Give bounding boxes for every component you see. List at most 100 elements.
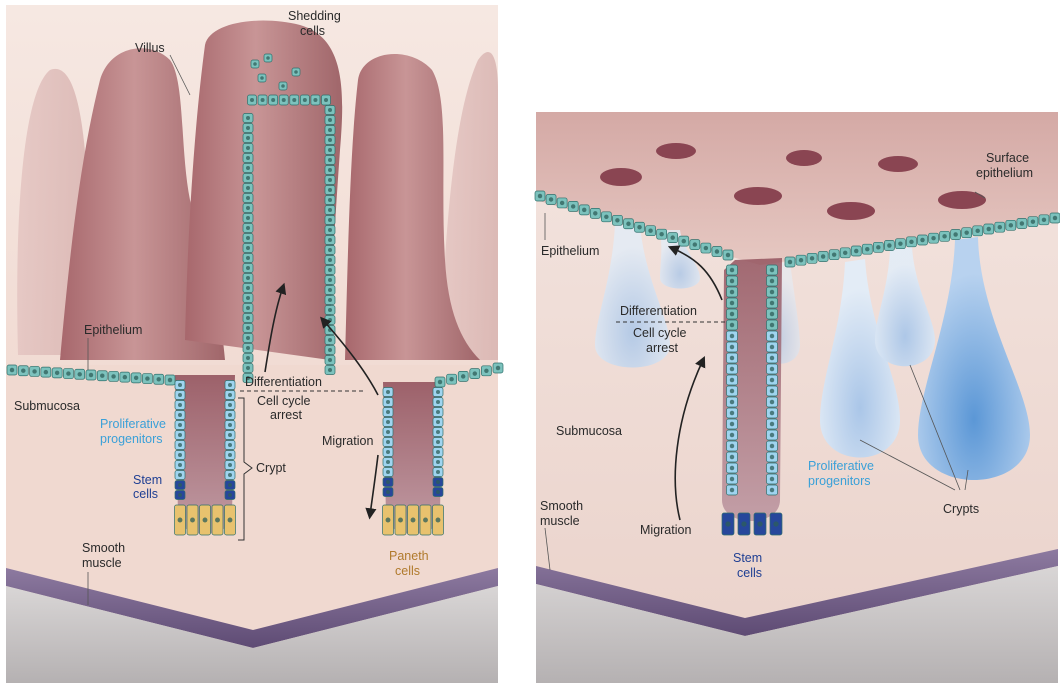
surface-cell-nucleus xyxy=(461,374,465,378)
crypt-cell-nucleus xyxy=(770,367,774,371)
label-arrest-2: arrest xyxy=(270,408,302,422)
crypt-cell-nucleus xyxy=(770,422,774,426)
surface-cell-nucleus xyxy=(168,378,172,382)
surface-cell-nucleus xyxy=(704,246,708,250)
villus-cell-nucleus xyxy=(246,166,250,170)
crypt-cell-nucleus xyxy=(436,400,440,404)
crypt-cell-nucleus xyxy=(770,323,774,327)
crypt-cell-nucleus xyxy=(770,477,774,481)
surface-cell-nucleus xyxy=(111,374,115,378)
label-right-proliferative-1: Proliferative xyxy=(808,459,874,473)
villus-cell-nucleus xyxy=(328,368,332,372)
surface-cell-nucleus xyxy=(626,222,630,226)
crypt-cell-nucleus xyxy=(178,463,182,467)
label-crypts: Crypts xyxy=(943,502,979,516)
surface-cell-nucleus xyxy=(496,366,500,370)
villus-cell-nucleus xyxy=(328,168,332,172)
surface-cell-nucleus xyxy=(66,371,70,375)
villus-cell-nucleus xyxy=(328,228,332,232)
crypt-cell-nucleus xyxy=(770,400,774,404)
villus-cell-nucleus xyxy=(246,156,250,160)
crypt-cell-nucleus xyxy=(386,410,390,414)
surface-cell-nucleus xyxy=(843,251,847,255)
shedding-cell-nucleus xyxy=(253,62,257,66)
villus-cell-nucleus xyxy=(246,116,250,120)
crypt-cell-nucleus xyxy=(228,413,232,417)
crypt-cell-nucleus xyxy=(730,334,734,338)
surface-cell-nucleus xyxy=(123,375,127,379)
paneth-cell-nucleus xyxy=(228,518,233,523)
crypt-cell-nucleus xyxy=(178,453,182,457)
crypt-cell-nucleus xyxy=(730,312,734,316)
crypt-cell-nucleus xyxy=(228,493,232,497)
crypt-cell-nucleus xyxy=(386,490,390,494)
crypt-cell-nucleus xyxy=(770,268,774,272)
label-crypt: Crypt xyxy=(256,461,286,475)
label-surface-2: epithelium xyxy=(976,166,1033,180)
label-right-smooth-2: muscle xyxy=(540,514,580,528)
surface-cell-nucleus xyxy=(865,247,869,251)
surface-cell-nucleus xyxy=(998,225,1002,229)
crypt-cell-nucleus xyxy=(178,423,182,427)
label-paneth-2: cells xyxy=(395,564,420,578)
crypt-cell-nucleus xyxy=(770,312,774,316)
crypt-cell-nucleus xyxy=(436,450,440,454)
crypt-cell-nucleus xyxy=(386,460,390,464)
crypt-cell-nucleus xyxy=(730,433,734,437)
surface-cell-nucleus xyxy=(21,368,25,372)
crypt-cell-nucleus xyxy=(228,383,232,387)
villus-cell-nucleus xyxy=(328,178,332,182)
crypt-cell-nucleus xyxy=(386,440,390,444)
villus-cell-nucleus xyxy=(246,316,250,320)
left-panel: Villus Shedding cells Epithelium Submuco… xyxy=(6,5,503,683)
crypt-cell-nucleus xyxy=(730,301,734,305)
crypt-cell-nucleus xyxy=(730,444,734,448)
label-right-stem-1: Stem xyxy=(733,551,762,565)
crypt-cell-nucleus xyxy=(178,403,182,407)
surface-cell-nucleus xyxy=(682,239,686,243)
villus-cell-nucleus xyxy=(246,236,250,240)
paneth-cell-nucleus xyxy=(386,518,391,523)
villus-cell-nucleus xyxy=(246,356,250,360)
villus-cell-nucleus xyxy=(328,348,332,352)
label-arrest-1: Cell cycle xyxy=(257,394,311,408)
label-right-submucosa: Submucosa xyxy=(556,424,622,438)
villus-cell-nucleus xyxy=(271,98,275,102)
surface-cell-nucleus xyxy=(134,376,138,380)
label-right-arrest-2: arrest xyxy=(646,341,678,355)
villus-cell-nucleus xyxy=(246,216,250,220)
label-proliferative-1: Proliferative xyxy=(100,417,166,431)
label-shedding-1: Shedding xyxy=(288,9,341,23)
crypt-cell-nucleus xyxy=(730,389,734,393)
surface-cell-nucleus xyxy=(1042,218,1046,222)
crypt-cell-nucleus xyxy=(770,433,774,437)
crypt-cell-nucleus xyxy=(770,356,774,360)
crypt-cell-nucleus xyxy=(178,383,182,387)
right-panel: Surface epithelium Epithelium Differenti… xyxy=(535,112,1060,683)
villus-cell-nucleus xyxy=(246,226,250,230)
surface-cell-nucleus xyxy=(438,380,442,384)
crypt-cell-nucleus xyxy=(386,430,390,434)
crypt-cell-nucleus xyxy=(770,389,774,393)
label-stem-1: Stem xyxy=(133,473,162,487)
villus-cell-nucleus xyxy=(246,196,250,200)
crypt-cell-nucleus xyxy=(770,290,774,294)
paneth-cell-nucleus xyxy=(436,518,441,523)
crypt-cell-nucleus xyxy=(228,473,232,477)
crypt-cell-nucleus xyxy=(770,334,774,338)
crypt-cell-nucleus xyxy=(730,400,734,404)
villus-cell-nucleus xyxy=(328,308,332,312)
surface-cell-nucleus xyxy=(832,252,836,256)
villi xyxy=(60,21,480,360)
villus-cell-nucleus xyxy=(250,98,254,102)
label-paneth-1: Paneth xyxy=(389,549,429,563)
villus-cell-nucleus xyxy=(328,288,332,292)
crypt-cell-nucleus xyxy=(770,345,774,349)
villus-cell-nucleus xyxy=(246,326,250,330)
label-smooth-2: muscle xyxy=(82,556,122,570)
crypt-cell-nucleus xyxy=(228,453,232,457)
crypt-cell-nucleus xyxy=(730,323,734,327)
crypt-cell-nucleus xyxy=(386,420,390,424)
crypt-cell-nucleus xyxy=(770,301,774,305)
paneth-cell-nucleus xyxy=(203,518,208,523)
